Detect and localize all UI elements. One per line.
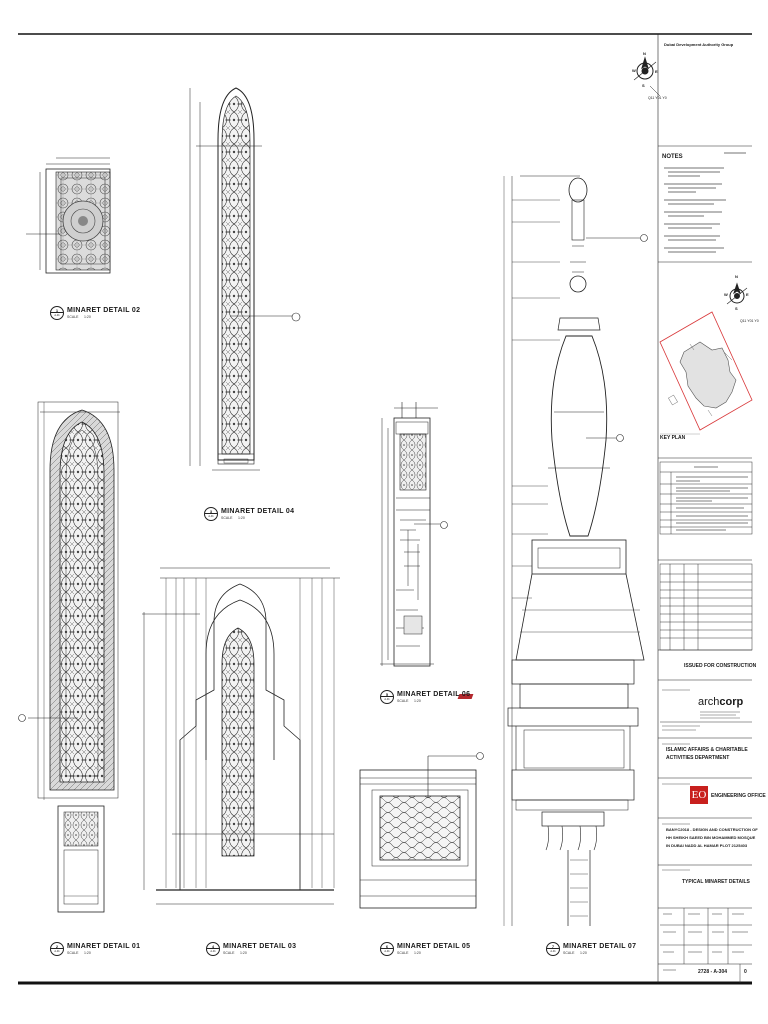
detail-01-drawing — [18, 401, 120, 913]
project-line-2: HH SHEIKH SAEED BIN MOHAMMED MOSQUE — [666, 835, 756, 840]
eo-logo: EO — [690, 786, 708, 804]
revision-table — [659, 563, 753, 651]
north-arrow-top — [633, 56, 661, 97]
key-plan-label: KEY PLAN — [660, 435, 686, 441]
scale-value: 1:20 — [84, 951, 91, 955]
legend-table — [659, 461, 753, 535]
drawing-title-block: TYPICAL MINARET DETAILS — [682, 879, 750, 885]
scale-value: 1:20 — [238, 516, 245, 520]
detail-03-drawing — [142, 567, 340, 905]
drawing-title: MINARET DETAIL 02 — [67, 307, 141, 314]
department-line-1: ISLAMIC AFFAIRS & CHARITABLE — [666, 747, 748, 753]
drawing-bubble: 1 A-01 — [50, 306, 64, 320]
logo-prefix: arch — [698, 696, 720, 708]
detail-05-drawing — [359, 752, 484, 909]
department-line-2: ACTIVITIES DEPARTMENT — [666, 755, 730, 761]
key-west-letter: W — [724, 292, 728, 297]
east-letter: E — [655, 69, 658, 74]
consultant-address-lines — [660, 689, 752, 871]
logo-mark — [457, 694, 474, 699]
title-block-frame — [657, 34, 752, 983]
scale-value: 1:20 — [84, 315, 91, 319]
scale-label: SCALE — [67, 951, 79, 955]
south-letter: S — [642, 83, 645, 88]
drawing-bubble: 7 A-01 — [546, 942, 560, 956]
drawing-bubble: 6 A-01 — [380, 942, 394, 956]
north-arrow-key-plan — [726, 282, 748, 305]
drawing-title: MINARET DETAIL 05 — [397, 943, 471, 950]
scale-label: SCALE — [67, 315, 79, 319]
scale-value: 1:20 — [414, 699, 421, 703]
scale-value: 1:20 — [414, 951, 421, 955]
project-line-3: IN DUBAI NADD AL HAMAR PLOT 2125403 — [666, 843, 748, 848]
detail-04-drawing — [189, 87, 301, 471]
issue-grid — [660, 908, 752, 983]
drawing-title: MINARET DETAIL 06 — [397, 691, 471, 698]
notes-heading: NOTES — [662, 154, 683, 160]
scale-label: SCALE — [221, 516, 233, 520]
issue-status: ISSUED FOR CONSTRUCTION — [684, 663, 757, 669]
project-line-1: BANYC2018 - DESIGN AND CONSTRUCTION OF — [666, 827, 758, 832]
detail-02-drawing — [26, 157, 111, 274]
consultant-logo: archcorp — [698, 697, 743, 708]
drawing-title: MINARET DETAIL 07 — [563, 943, 637, 950]
drawing-bubble: 4 A-01 — [206, 942, 220, 956]
drawing-title: MINARET DETAIL 03 — [223, 943, 297, 950]
drawing-bubble: 2 A-01 — [50, 942, 64, 956]
issue-grid-text — [663, 913, 748, 971]
key-east-letter: E — [746, 292, 749, 297]
scale-value: 1:20 — [240, 951, 247, 955]
scale-label: SCALE — [223, 951, 235, 955]
north-arrow-note: Q11 Y01 Y0 — [648, 96, 667, 100]
drawing-bubble: 3 A-01 — [204, 507, 218, 521]
logo-suffix: corp — [719, 696, 744, 708]
drawing-title: MINARET DETAIL 04 — [221, 508, 295, 515]
legend-table-text — [676, 466, 748, 531]
notes-text-lines — [664, 152, 746, 253]
detail-06-drawing — [380, 402, 448, 667]
engineering-office: ENGINEERING OFFICE — [711, 793, 766, 799]
drawing-number: 2728 - A-304 — [698, 969, 727, 975]
scale-label: SCALE — [563, 951, 575, 955]
revision-number: 0 — [744, 969, 747, 975]
drawing-title: MINARET DETAIL 01 — [67, 943, 141, 950]
key-north-letter: N — [735, 274, 738, 279]
key-plan-drawing — [659, 311, 753, 435]
scale-label: SCALE — [397, 699, 409, 703]
drawing-bubble: 5 A-01 — [380, 690, 394, 704]
client-name: Dubai Development Authority Group — [664, 42, 734, 47]
key-south-letter: S — [735, 306, 738, 311]
scale-label: SCALE — [397, 951, 409, 955]
key-north-arrow-note: Q11 Y01 Y0 — [740, 319, 759, 323]
scale-value: 1:20 — [580, 951, 587, 955]
detail-07-drawing — [503, 175, 648, 926]
west-letter: W — [632, 68, 636, 73]
north-letter: N — [643, 51, 646, 56]
